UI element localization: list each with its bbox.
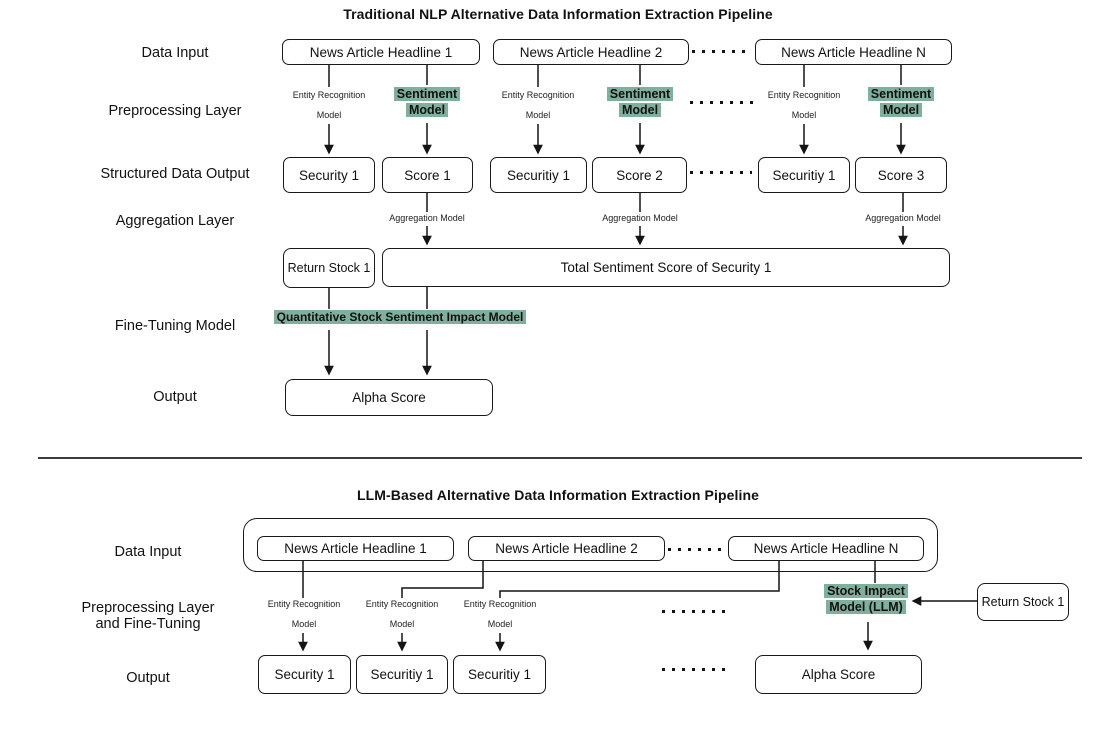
ellipsis-dots (690, 171, 752, 174)
stock-impact-model-llm-label: Stock Impact Model (LLM) (816, 584, 916, 614)
ellipsis-dots (662, 610, 730, 613)
alpha-score-box: Alpha Score (285, 379, 493, 416)
structured-box-security-n: Securitiy 1 (758, 157, 850, 193)
headline-box-n: News Article Headline N (728, 536, 924, 561)
row-label-output: Output (153, 389, 197, 405)
top-pipeline-title: Traditional NLP Alternative Data Informa… (343, 6, 773, 22)
aggregation-model-label: Aggregation Model (389, 213, 465, 223)
row-label-output: Output (126, 670, 170, 686)
sentiment-model-label: Sentiment Model (851, 87, 951, 117)
sentiment-model-label: Sentiment Model (590, 87, 690, 117)
entity-recognition-model-label: Entity Recognition Model (767, 90, 841, 120)
headline-box-1: News Article Headline 1 (282, 39, 480, 65)
headline-box-n: News Article Headline N (755, 39, 952, 65)
row-label-data-input: Data Input (141, 45, 209, 61)
ellipsis-dots (668, 548, 724, 551)
row-label-preprocessing-layer: Preprocessing Layer (108, 103, 242, 119)
return-stock-box: Return Stock 1 (283, 248, 375, 288)
entity-recognition-model-label: Entity Recognition Model (501, 90, 575, 120)
fine-tuning-model-label: Quantitative Stock Sentiment Impact Mode… (256, 310, 544, 324)
output-box-security-1: Security 1 (258, 655, 351, 694)
entity-recognition-model-label: Entity Recognition Model (292, 90, 366, 120)
alpha-score-box: Alpha Score (755, 655, 922, 694)
ellipsis-dots (662, 668, 730, 671)
bottom-pipeline-title: LLM-Based Alternative Data Information E… (356, 487, 760, 503)
headline-box-1: News Article Headline 1 (257, 536, 454, 561)
return-stock-box: Return Stock 1 (977, 583, 1069, 621)
structured-box-score-n: Score 3 (855, 157, 947, 193)
row-label-aggregation-layer: Aggregation Layer (115, 213, 235, 229)
row-label-fine-tuning-model: Fine-Tuning Model (114, 318, 236, 334)
output-box-security-2: Securitiy 1 (356, 655, 448, 694)
aggregation-model-label: Aggregation Model (865, 213, 941, 223)
headline-box-2: News Article Headline 2 (493, 39, 689, 65)
section-divider (38, 457, 1082, 459)
aggregation-model-label: Aggregation Model (602, 213, 678, 223)
row-label-structured-data-output: Structured Data Output (100, 166, 250, 182)
data-input-container (243, 518, 938, 572)
structured-box-score-2: Score 2 (592, 157, 687, 193)
entity-recognition-model-label: Entity Recognition Model (365, 599, 439, 629)
entity-recognition-model-label: Entity Recognition Model (267, 599, 341, 629)
row-label-preprocessing-fine-tuning: Preprocessing Layer and Fine-Tuning (81, 600, 215, 632)
row-label-data-input: Data Input (114, 544, 182, 560)
total-sentiment-box: Total Sentiment Score of Security 1 (382, 248, 950, 287)
sentiment-model-label: Sentiment Model (377, 87, 477, 117)
structured-box-security-1: Security 1 (283, 157, 375, 193)
entity-recognition-model-label: Entity Recognition Model (463, 599, 537, 629)
output-box-security-n: Securitiy 1 (453, 655, 546, 694)
structured-box-security-2: Securitiy 1 (490, 157, 587, 193)
ellipsis-dots (692, 50, 750, 53)
ellipsis-dots (690, 101, 754, 104)
structured-box-score-1: Score 1 (382, 157, 473, 193)
headline-box-2: News Article Headline 2 (468, 536, 665, 561)
